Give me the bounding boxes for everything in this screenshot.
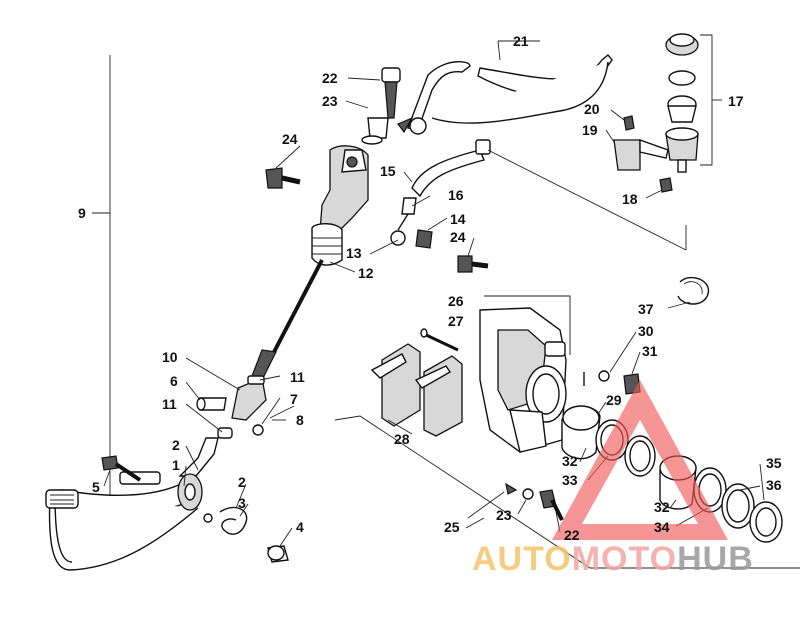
callout-26: 26	[448, 293, 464, 309]
callout-2-lower: 2	[238, 474, 246, 490]
brake-pedal-1	[45, 437, 219, 571]
callout-3: 3	[238, 495, 246, 511]
banjo-bolts	[265, 167, 489, 273]
callout-17: 17	[728, 93, 744, 109]
callout-23-lower: 23	[496, 507, 512, 523]
callout-19: 19	[582, 122, 598, 138]
bracket-9	[92, 55, 111, 510]
callout-28: 28	[394, 431, 410, 447]
callout-6: 6	[170, 373, 178, 389]
master-cylinder-12	[311, 67, 401, 266]
reservoir-assembly	[613, 33, 699, 193]
watermark-hub: HUB	[677, 540, 754, 578]
callout-22: 22	[322, 70, 338, 86]
callout-25: 25	[444, 519, 460, 535]
callout-24: 24	[282, 131, 298, 147]
callout-31: 31	[642, 343, 658, 359]
callout-5: 5	[92, 479, 100, 495]
callout-10: 10	[162, 349, 178, 365]
callout-4: 4	[296, 519, 304, 535]
callout-16: 16	[448, 187, 464, 203]
callout-24-lower: 24	[450, 229, 466, 245]
brake-pads-28	[370, 343, 463, 437]
callout-7: 7	[290, 391, 298, 407]
return-spring-3	[203, 506, 289, 563]
callout-21: 21	[513, 33, 529, 49]
hose-15-16	[397, 139, 687, 251]
callout-13: 13	[346, 245, 362, 261]
callout-20: 20	[584, 101, 600, 117]
callout-labels: 21 22 23 24 17 20 19 15 16 18 9 14 24 13…	[78, 33, 782, 543]
callout-34: 34	[654, 519, 670, 535]
pivot-bolt-5	[101, 455, 142, 482]
callout-27: 27	[448, 313, 464, 329]
callout-18: 18	[622, 191, 638, 207]
callout-8: 8	[296, 412, 304, 428]
hose-21	[407, 40, 613, 135]
callout-22-lower: 22	[564, 527, 580, 543]
callout-2-upper: 2	[172, 437, 180, 453]
push-rod	[251, 259, 324, 381]
caliper-assembly-26	[334, 295, 800, 569]
callout-32-lower: 32	[654, 499, 670, 515]
bracket-17	[700, 34, 722, 166]
callout-12: 12	[358, 265, 374, 281]
callout-36: 36	[766, 477, 782, 493]
automotohub-watermark: AUTOMOTOHUB	[472, 380, 754, 578]
callout-29: 29	[606, 392, 622, 408]
watermark-triangle-icon	[552, 380, 728, 540]
callout-23: 23	[322, 93, 338, 109]
callout-9: 9	[78, 205, 86, 221]
callout-14: 14	[450, 211, 466, 227]
callout-32-upper: 32	[562, 453, 578, 469]
watermark-auto: AUTO	[472, 540, 572, 578]
pedal-linkage	[196, 375, 295, 439]
callout-1: 1	[172, 457, 180, 473]
snap-ring-37	[677, 276, 710, 305]
callout-33: 33	[562, 472, 578, 488]
callout-15: 15	[380, 163, 396, 179]
arrow-markers	[397, 116, 414, 134]
callout-11-right: 11	[290, 369, 305, 385]
watermark-moto: MOTO	[572, 540, 677, 578]
callout-35: 35	[766, 455, 782, 471]
callout-30: 30	[638, 323, 654, 339]
callout-11-left: 11	[162, 396, 177, 412]
bleeder-lower	[505, 482, 564, 521]
callout-37: 37	[638, 301, 654, 317]
svg-text:AUTOMOTOHUB: AUTOMOTOHUB	[472, 540, 754, 578]
